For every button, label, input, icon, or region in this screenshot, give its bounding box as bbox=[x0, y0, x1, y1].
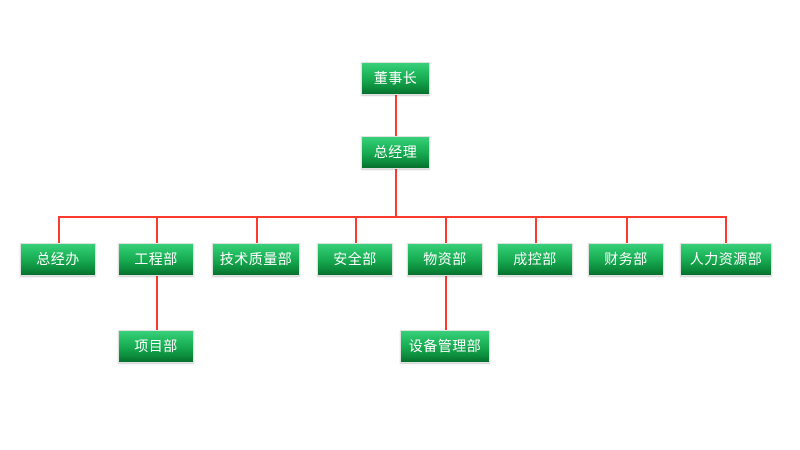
node-chairman-label: 董事长 bbox=[373, 70, 418, 87]
connector-horizontal-bus bbox=[58, 216, 726, 218]
node-safety-dept-label: 安全部 bbox=[333, 251, 377, 268]
drop-finance-dept bbox=[626, 216, 628, 243]
node-tech-quality-dept[interactable]: 技术质量部 bbox=[212, 243, 300, 276]
node-project-dept[interactable]: 项目部 bbox=[118, 330, 194, 363]
node-cost-control-dept[interactable]: 成控部 bbox=[497, 243, 573, 276]
node-project-dept-label: 项目部 bbox=[134, 338, 178, 355]
drop-tech-quality-dept bbox=[256, 216, 258, 243]
node-human-resources-dept[interactable]: 人力资源部 bbox=[680, 243, 772, 276]
drop-project-dept bbox=[156, 276, 158, 330]
node-general-office-label: 总经办 bbox=[36, 251, 80, 268]
node-cost-control-dept-label: 成控部 bbox=[513, 251, 557, 268]
node-general-manager-label: 总经理 bbox=[373, 144, 418, 161]
node-chairman[interactable]: 董事长 bbox=[361, 62, 430, 95]
connector-chairman-to-gm bbox=[395, 95, 397, 136]
node-finance-dept-label: 财务部 bbox=[604, 251, 648, 268]
node-engineering-dept[interactable]: 工程部 bbox=[118, 243, 194, 276]
node-safety-dept[interactable]: 安全部 bbox=[317, 243, 393, 276]
node-general-manager[interactable]: 总经理 bbox=[361, 136, 430, 169]
node-equipment-mgmt-dept-label: 设备管理部 bbox=[408, 338, 482, 355]
node-engineering-dept-label: 工程部 bbox=[134, 251, 178, 268]
node-equipment-mgmt-dept[interactable]: 设备管理部 bbox=[400, 330, 490, 363]
node-human-resources-dept-label: 人力资源部 bbox=[689, 251, 763, 268]
node-materials-dept-label: 物资部 bbox=[423, 251, 467, 268]
drop-safety-dept bbox=[355, 216, 357, 243]
drop-equipment-mgmt-dept bbox=[445, 276, 447, 330]
drop-engineering-dept bbox=[156, 216, 158, 243]
node-materials-dept[interactable]: 物资部 bbox=[407, 243, 483, 276]
node-finance-dept[interactable]: 财务部 bbox=[588, 243, 664, 276]
drop-materials-dept bbox=[445, 216, 447, 243]
drop-cost-control-dept bbox=[535, 216, 537, 243]
drop-human-resources-dept bbox=[725, 216, 727, 243]
connector-gm-to-bus bbox=[395, 169, 397, 216]
node-general-office[interactable]: 总经办 bbox=[20, 243, 96, 276]
node-tech-quality-dept-label: 技术质量部 bbox=[219, 251, 293, 268]
drop-general-office bbox=[58, 216, 60, 243]
